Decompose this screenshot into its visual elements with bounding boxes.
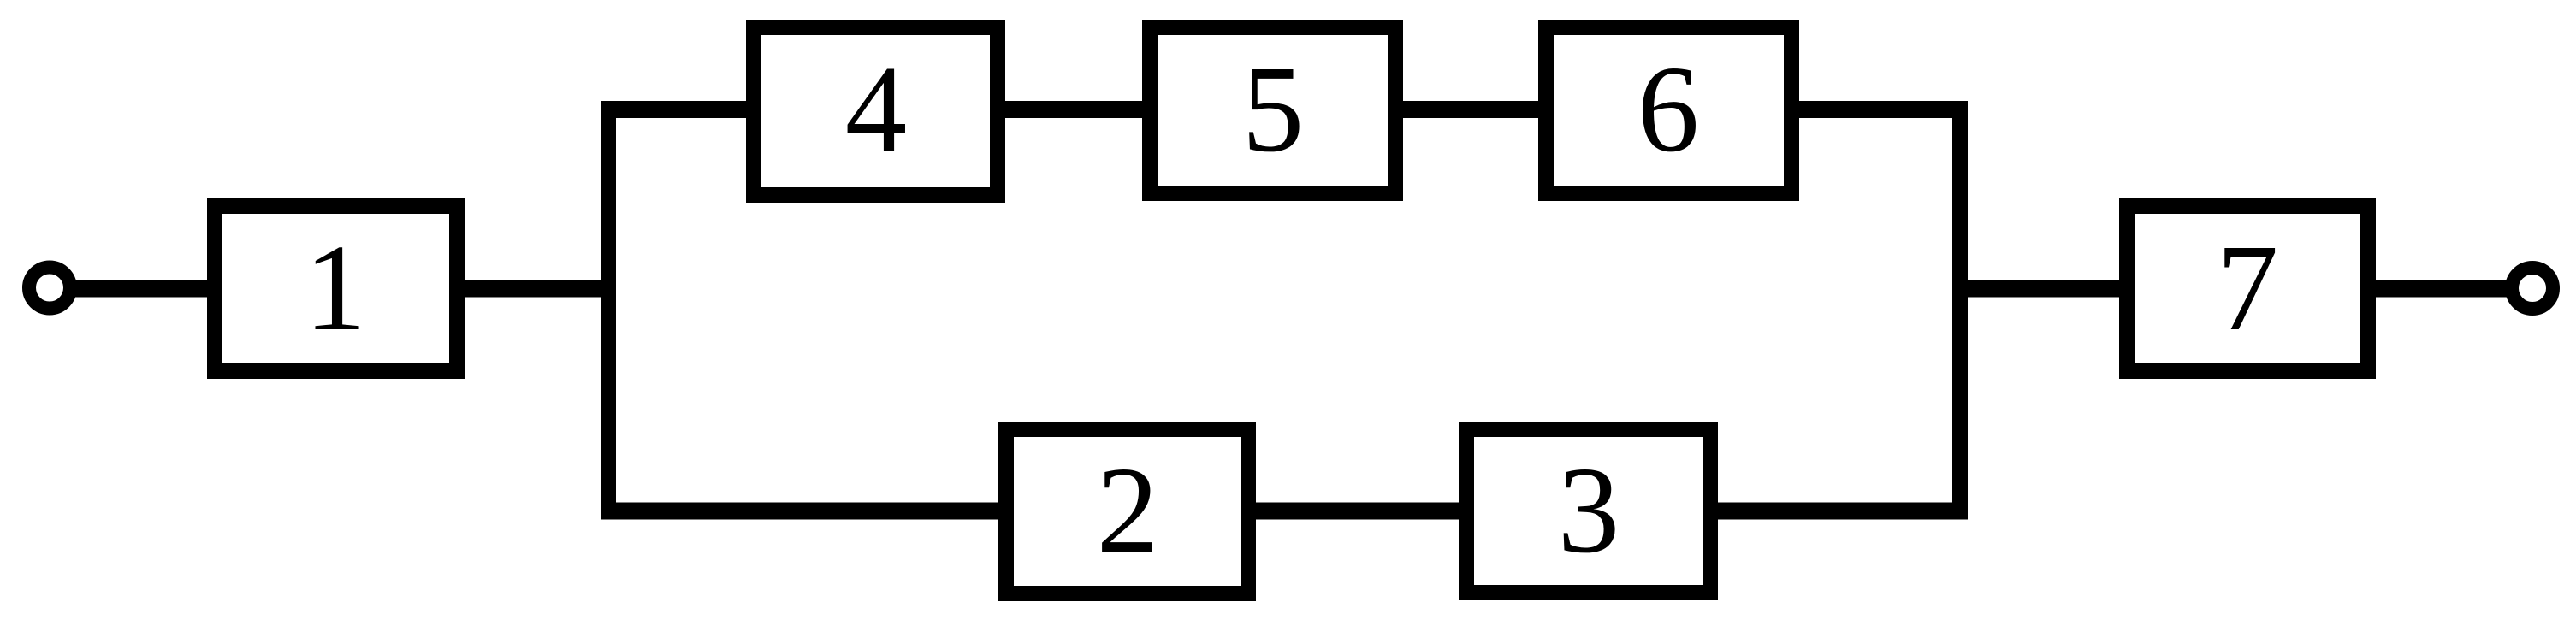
block-4-box: [746, 20, 1005, 203]
block-7-label: 7: [2217, 220, 2279, 357]
block-3-box: [1459, 422, 1718, 600]
block-6-box: [1538, 20, 1799, 201]
block-1-label: 1: [305, 220, 367, 357]
block-1-box: [207, 198, 465, 379]
block-2-box: [998, 422, 1256, 601]
block-5-label: 5: [1242, 41, 1305, 178]
block-4-label: 4: [845, 41, 908, 178]
block-6-label: 6: [1637, 41, 1700, 178]
block-7-box: [2119, 198, 2376, 379]
block-5-box: [1142, 20, 1403, 201]
block-3-label: 3: [1558, 442, 1620, 579]
block-2-label: 2: [1097, 442, 1159, 579]
input-terminal: [22, 260, 77, 316]
output-terminal: [2505, 261, 2560, 316]
